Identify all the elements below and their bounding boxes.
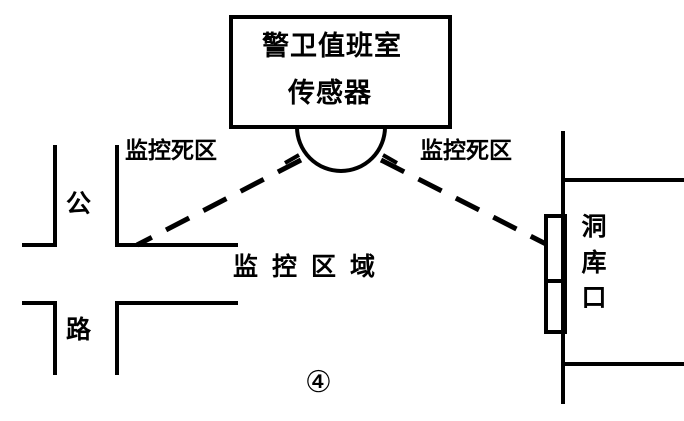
road-edge-lower-left: [22, 301, 57, 375]
sensor-ray-right-stub: [382, 153, 398, 165]
figure-number: ④: [305, 365, 332, 400]
road-edge-upper-right: [115, 145, 238, 247]
depot-entrance-label: 洞 库 口: [581, 212, 607, 312]
road-label-char-2: 路: [66, 315, 92, 344]
road-edge-upper-left: [22, 145, 57, 247]
sensor-ray-right: [379, 157, 548, 247]
guard-room-box: [229, 15, 452, 129]
monitoring-area-label: 监控区域: [233, 252, 390, 281]
road-label-char-1: 公: [66, 189, 92, 218]
road-edge-lower-right: [115, 301, 238, 375]
blind-zone-label-right: 监控死区: [420, 138, 512, 164]
blind-zone-label-left: 监控死区: [125, 138, 217, 164]
guard-room-title: 警卫值班室: [262, 31, 402, 62]
guard-room-subtitle: 传感器: [288, 78, 372, 109]
sensor-ray-left-stub: [284, 153, 300, 165]
depot-gate-body: [544, 214, 567, 334]
sensor-ray-left: [135, 157, 303, 248]
sensor-semicircle-icon: [295, 126, 387, 173]
